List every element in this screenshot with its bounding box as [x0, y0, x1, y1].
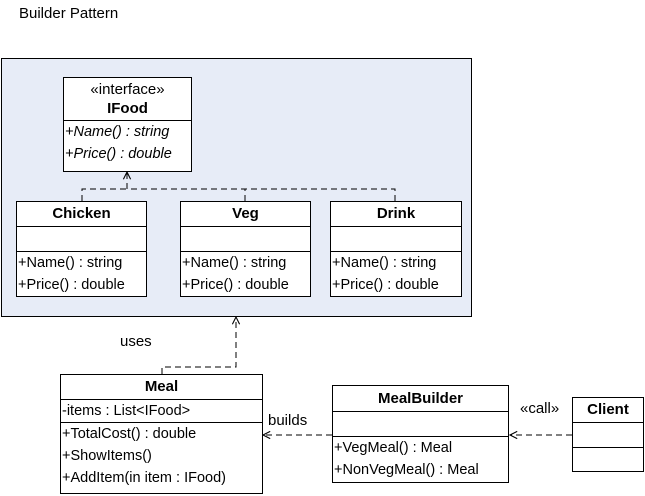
drink-class: Drink +Name() : string +Price() : double — [330, 201, 462, 297]
meal-name: Meal — [61, 375, 262, 400]
chicken-name: Chicken — [17, 202, 146, 227]
drink-attributes — [331, 227, 461, 252]
chicken-attributes — [17, 227, 146, 252]
drink-name: Drink — [331, 202, 461, 227]
mealbuilder-attributes — [333, 412, 508, 437]
meal-attributes: -items : List<IFood> — [61, 400, 262, 423]
chicken-methods: +Name() : string +Price() : double — [17, 252, 146, 296]
meal-methods: +TotalCost() : double +ShowItems() +AddI… — [61, 423, 262, 489]
ifood-method: +Price() : double — [65, 146, 172, 162]
call-label: «call» — [520, 400, 560, 417]
uses-label: uses — [120, 333, 152, 350]
ifood-class: «interface» IFood +Name() : string +Pric… — [63, 77, 192, 172]
uses-connector — [161, 317, 236, 374]
drink-methods: +Name() : string +Price() : double — [331, 252, 461, 296]
ifood-name: IFood — [107, 100, 148, 117]
ifood-header: «interface» IFood — [64, 78, 191, 121]
veg-method: +Price() : double — [182, 277, 289, 293]
veg-realization — [127, 188, 246, 201]
client-class: Client — [572, 397, 644, 472]
drink-realization — [127, 188, 396, 201]
chicken-method: +Name() : string — [18, 255, 123, 271]
client-name: Client — [573, 398, 643, 423]
meal-method: +ShowItems() — [62, 448, 152, 464]
diagram-title: Builder Pattern — [19, 5, 119, 22]
veg-methods: +Name() : string +Price() : double — [181, 252, 310, 296]
chicken-realization — [81, 188, 127, 201]
mealbuilder-method: +VegMeal() : Meal — [334, 440, 453, 456]
veg-attributes — [181, 227, 310, 252]
veg-method: +Name() : string — [182, 255, 287, 271]
meal-method: +AddItem(in item : IFood) — [62, 470, 226, 486]
ifood-methods: +Name() : string +Price() : double — [64, 121, 191, 165]
meal-attribute: -items : List<IFood> — [62, 403, 191, 419]
veg-name: Veg — [181, 202, 310, 227]
chicken-class: Chicken +Name() : string +Price() : doub… — [16, 201, 147, 297]
meal-method: +TotalCost() : double — [62, 426, 197, 442]
chicken-method: +Price() : double — [18, 277, 125, 293]
drink-method: +Name() : string — [332, 255, 437, 271]
mealbuilder-class: MealBuilder +VegMeal() : Meal +NonVegMea… — [332, 385, 509, 483]
veg-class: Veg +Name() : string +Price() : double — [180, 201, 311, 297]
realization-connector — [81, 172, 396, 201]
meal-class: Meal -items : List<IFood> +TotalCost() :… — [60, 374, 263, 494]
mealbuilder-methods: +VegMeal() : Meal +NonVegMeal() : Meal — [333, 437, 508, 481]
client-attributes — [573, 423, 643, 448]
mealbuilder-method: +NonVegMeal() : Meal — [334, 462, 479, 478]
drink-method: +Price() : double — [332, 277, 439, 293]
builds-label: builds — [268, 412, 308, 429]
ifood-method: +Name() : string — [65, 124, 170, 140]
client-methods — [573, 448, 643, 472]
mealbuilder-name: MealBuilder — [333, 386, 508, 412]
ifood-stereotype: «interface» — [90, 81, 165, 98]
